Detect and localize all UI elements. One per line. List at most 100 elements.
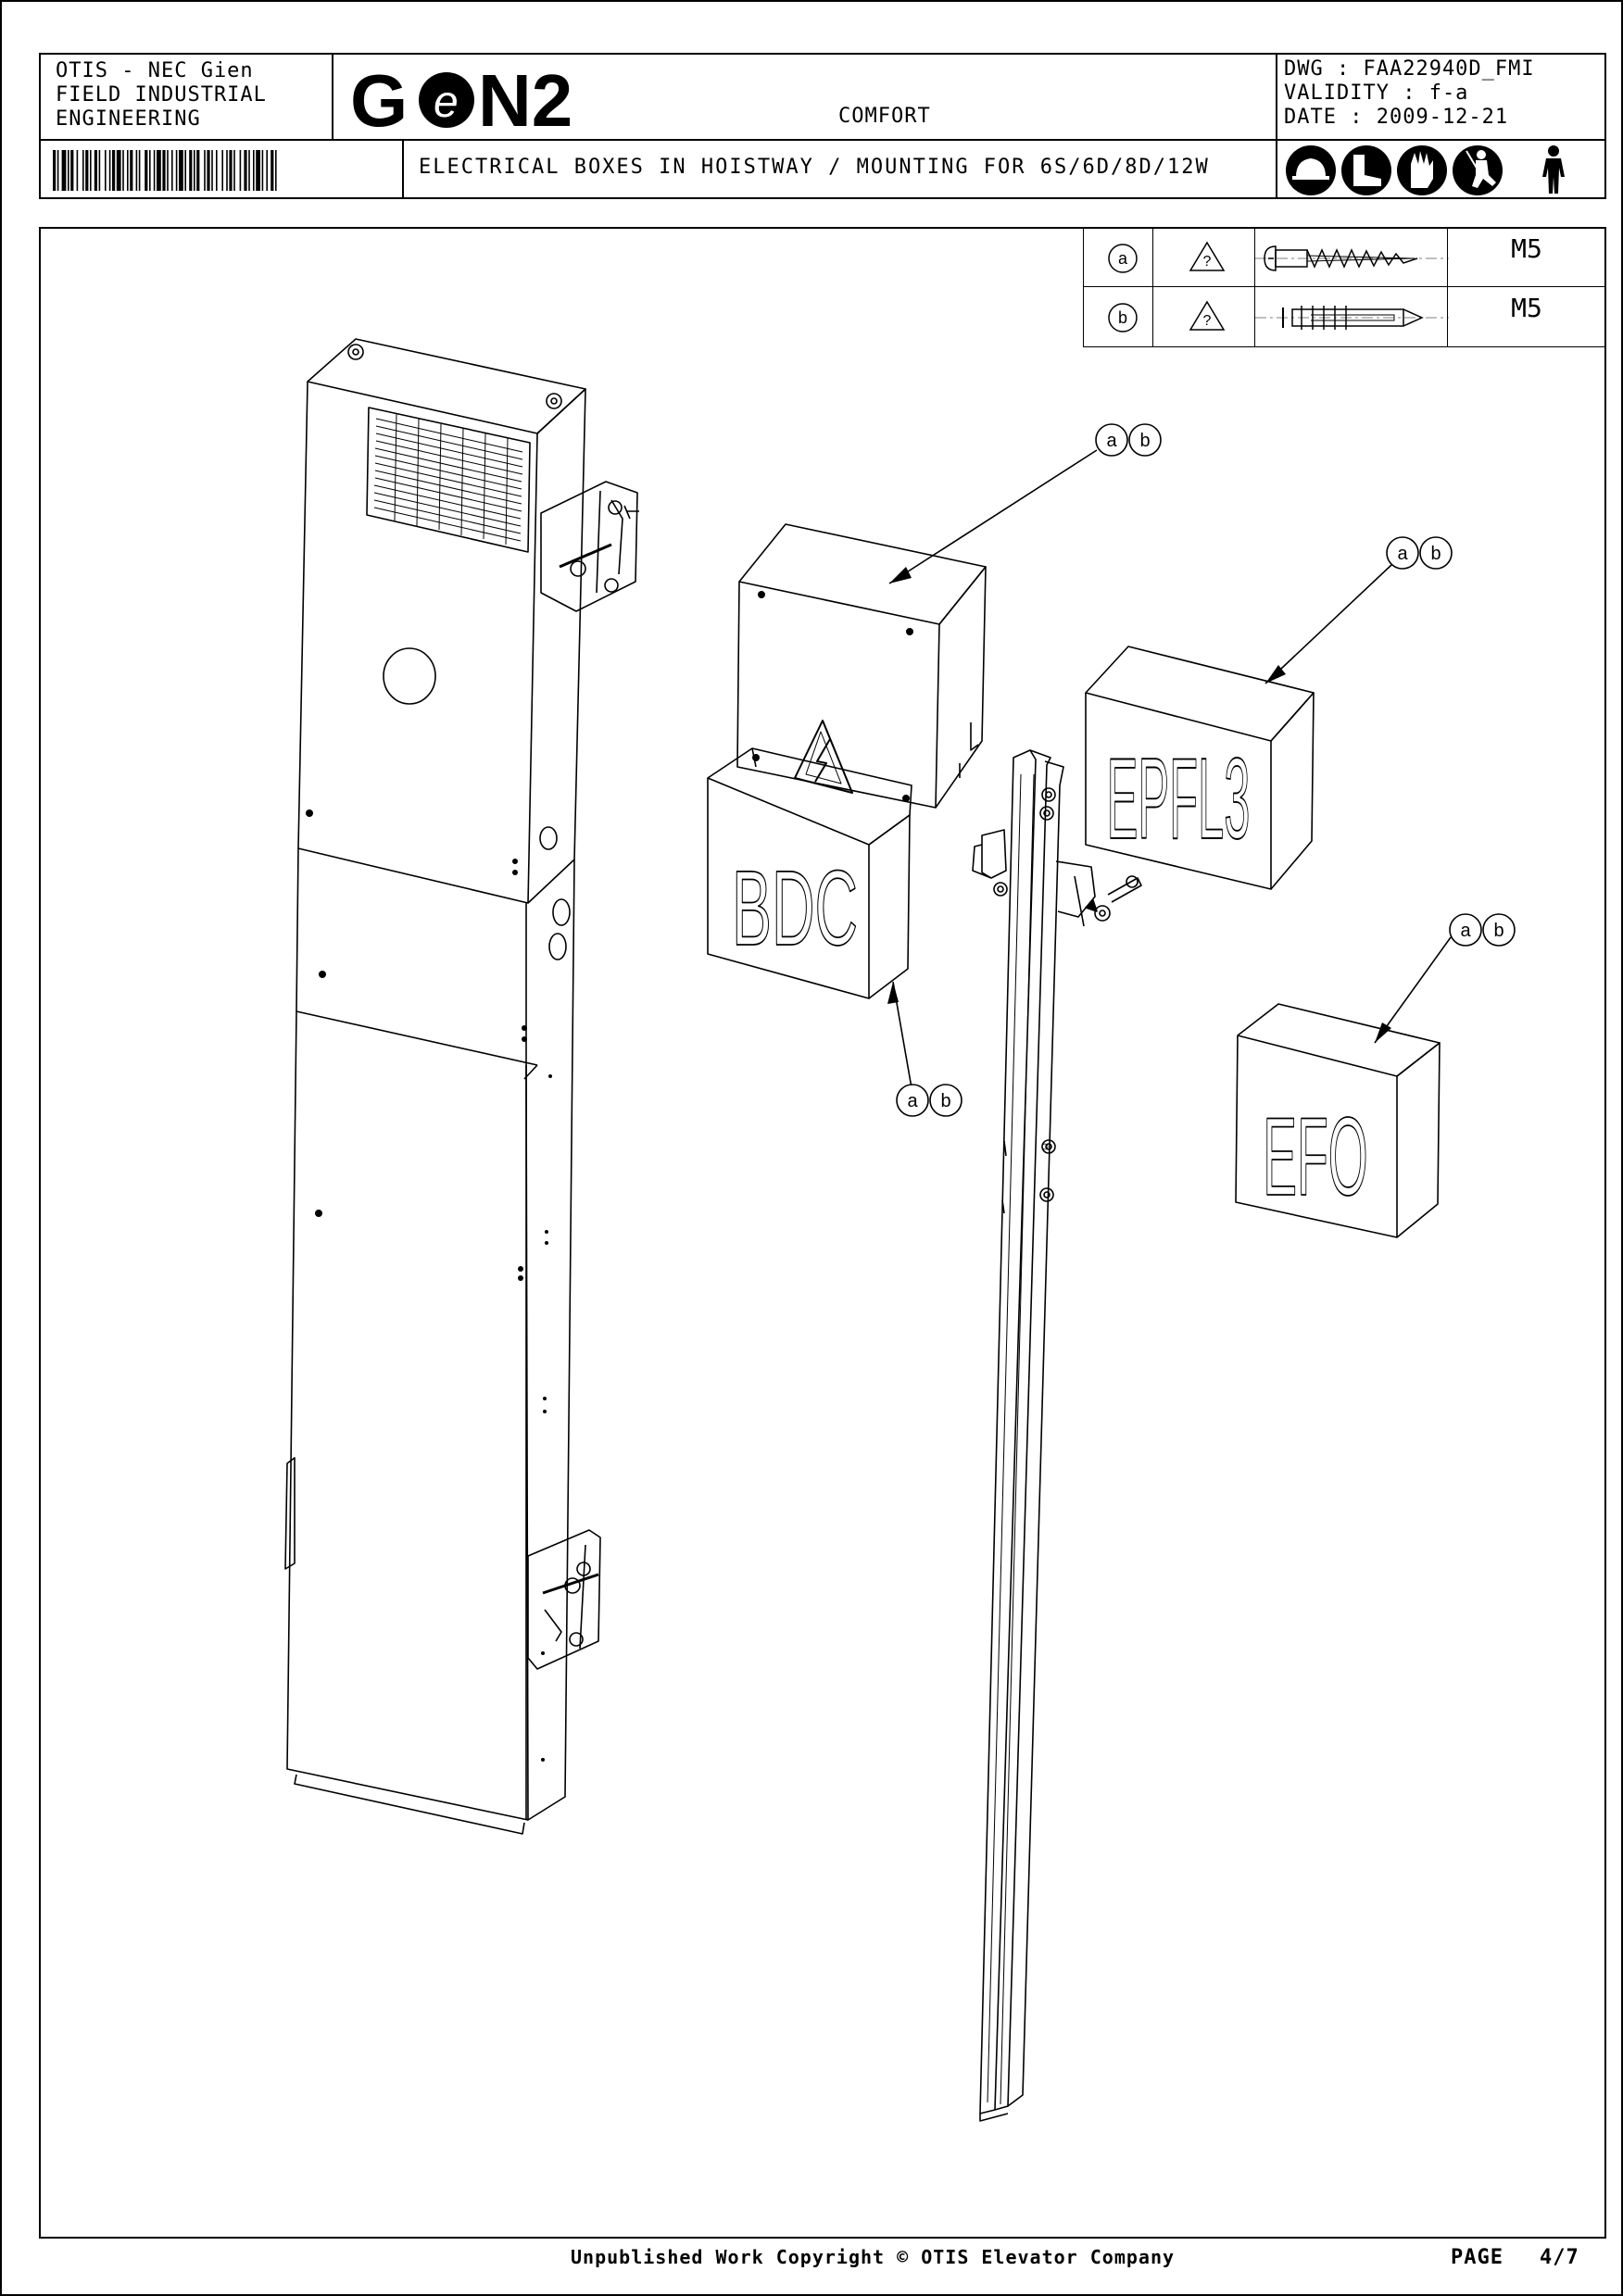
callout-top-box-b: b — [1139, 431, 1150, 451]
fastener-size-b: M5 — [1511, 293, 1542, 323]
self-tapping-screw-icon — [1255, 245, 1449, 271]
company-line-3: ENGINEERING — [56, 107, 201, 131]
copyright-notice: Unpublished Work Copyright © OTIS Elevat… — [571, 2246, 1176, 2268]
callout-a-circle: a — [1108, 244, 1138, 273]
bdc-label: BDC — [732, 848, 858, 967]
barcode-bar — [226, 150, 228, 191]
barcode-bar — [270, 150, 274, 191]
barcode-bar — [85, 150, 89, 191]
barcode-bar — [149, 150, 151, 191]
fastener-size-a: M5 — [1511, 233, 1542, 264]
page-label: PAGE — [1451, 2246, 1503, 2269]
ppe-icons — [1283, 142, 1603, 197]
barcode-bar — [233, 150, 235, 191]
callout-epfl3: a b — [1386, 536, 1453, 570]
drawing-number: DWG : FAA22940D_FMI — [1284, 57, 1535, 81]
fastener-symbol-a: ? — [1203, 254, 1212, 270]
safety-boots-icon — [1341, 145, 1391, 195]
drawing-title: ELECTRICAL BOXES IN HOISTWAY / MOUNTING … — [419, 156, 1210, 179]
callout-efo: a b — [1449, 913, 1516, 947]
epfl3-box: EPFL3 — [1085, 646, 1315, 890]
company-line-1: OTIS - NEC Gien — [56, 59, 254, 82]
title-block-divider-v3 — [402, 139, 404, 199]
company-name: OTIS - NEC Gien FIELD INDUSTRIAL ENGINEE… — [56, 59, 324, 132]
gen2-logo: G e N2 — [350, 56, 628, 142]
barcode-bar — [229, 150, 233, 191]
barcode-bar — [157, 150, 161, 191]
fastener-callout-b: b — [1118, 308, 1127, 327]
barcode-bar — [82, 150, 84, 191]
barcode-bar — [108, 150, 111, 191]
callout-bdc: a b — [896, 1084, 962, 1117]
page-number: 4/7 — [1540, 2246, 1579, 2269]
barcode-bar — [167, 150, 169, 191]
callout-top-box: a b — [1095, 423, 1162, 457]
callout-efo-b: b — [1493, 921, 1503, 941]
barcode-bar — [211, 150, 213, 191]
barcode-bar — [266, 150, 268, 191]
barcode-bar — [116, 150, 121, 191]
barcode-bar — [253, 150, 255, 191]
barcode-bar — [130, 150, 133, 191]
barcode-bar — [207, 150, 210, 191]
efo-box: EFO — [1235, 1003, 1441, 1238]
barcode-bar — [171, 150, 173, 191]
barcode-bar — [105, 150, 107, 191]
efo-label: EFO — [1263, 1095, 1367, 1219]
callout-b-circle: b — [1108, 303, 1138, 332]
barcode-bar — [57, 150, 59, 191]
leader-arrowheads — [887, 567, 1391, 1043]
barcode-bar — [138, 150, 141, 191]
barcode-bar — [239, 150, 242, 191]
barcode-bar — [70, 150, 74, 191]
barcode-bar — [76, 150, 79, 191]
fastener-symbol-b: ? — [1203, 313, 1212, 329]
epfl3-label: EPFL3 — [1107, 735, 1251, 864]
fastener-callout-a: a — [1118, 249, 1128, 268]
barcode-bar — [248, 150, 250, 191]
barcode-bar — [162, 150, 166, 191]
barcode — [51, 148, 366, 193]
drawing-info: DWG : FAA22940D_FMI VALIDITY : f-a DATE … — [1284, 57, 1599, 130]
drawing-date: DATE : 2009-12-21 — [1284, 106, 1509, 129]
barcode-bar — [68, 150, 69, 191]
barcode-bar — [135, 150, 138, 191]
barcode-bar — [189, 150, 193, 191]
top-junction-box — [736, 523, 987, 809]
callout-bdc-b: b — [940, 1091, 950, 1111]
fastener-row-b-icon-cell — [1254, 286, 1449, 347]
barcode-bar — [204, 150, 206, 191]
fastener-table: a ? M5 b ? — [1083, 227, 1606, 347]
callout-top-box-a: a — [1106, 431, 1117, 451]
svg-text:G: G — [350, 59, 408, 139]
warning-triangle-icon: ? — [1189, 300, 1226, 331]
barcode-bar — [127, 150, 129, 191]
ppe-icons-graphic — [1286, 145, 1565, 195]
svg-text:N2: N2 — [478, 59, 572, 139]
barcode-bar — [275, 150, 277, 191]
title-block-divider-v2 — [1276, 53, 1277, 199]
barcode-bar — [194, 150, 195, 191]
callout-efo-a: a — [1460, 921, 1471, 941]
bdc-box: BDC — [707, 747, 912, 999]
callout-epfl3-b: b — [1430, 544, 1441, 564]
controller-cabinet — [284, 338, 639, 1835]
gen2-logo-graphic: G e N2 — [350, 59, 572, 142]
callout-epfl3-a: a — [1397, 544, 1408, 564]
wall-plug-anchor-icon — [1255, 306, 1449, 330]
callout-bdc-a: a — [907, 1091, 918, 1111]
barcode-bar — [94, 150, 97, 191]
hard-hat-icon — [1286, 145, 1336, 195]
harness-icon — [1453, 145, 1503, 195]
barcode-bar — [145, 150, 148, 191]
drawing-frame — [39, 227, 1606, 2239]
barcode-bar — [221, 150, 223, 191]
barcode-bar — [244, 150, 247, 191]
fastener-row-b-size-cell: M5 — [1447, 286, 1606, 347]
barcode-bar — [175, 150, 178, 191]
vent-grille — [373, 412, 523, 546]
drawing-validity: VALIDITY : f-a — [1284, 82, 1469, 105]
title-block-divider-h — [39, 139, 1606, 141]
